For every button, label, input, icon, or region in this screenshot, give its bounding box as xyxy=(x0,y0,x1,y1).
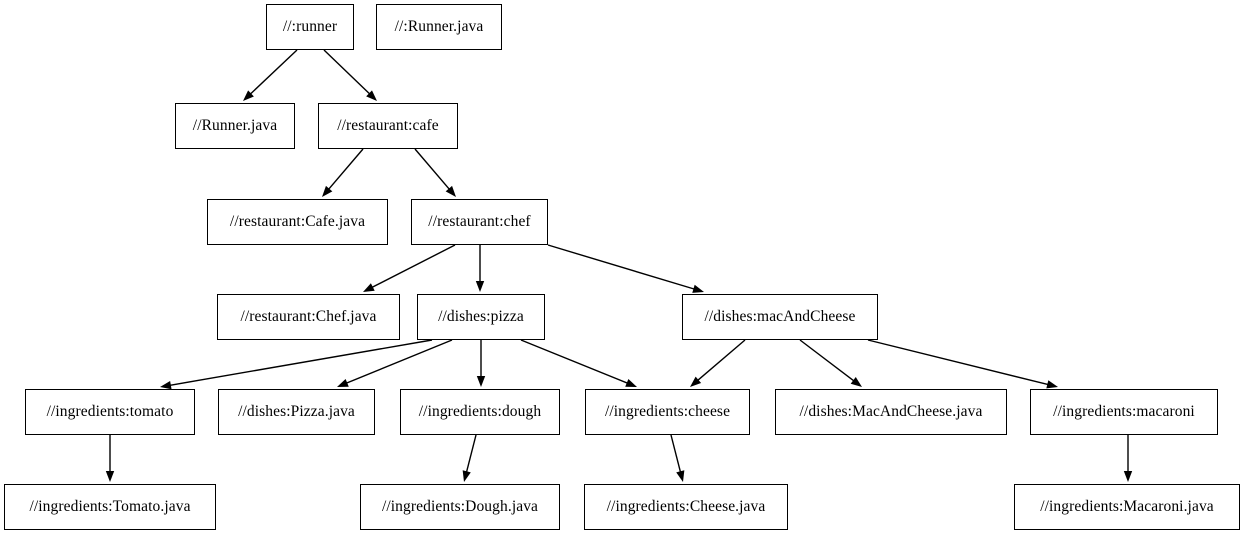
graph-node-macaroni_java[interactable]: //ingredients:Macaroni.java xyxy=(1014,484,1240,530)
graph-node-runner_java[interactable]: //Runner.java xyxy=(175,103,295,149)
graph-node-cafe_java[interactable]: //restaurant:Cafe.java xyxy=(207,199,388,245)
graph-node-macaroni[interactable]: //ingredients:macaroni xyxy=(1030,389,1218,435)
graph-edge-mac_and_cheese-to-cheese xyxy=(690,339,746,387)
graph-edge-pizza-to-cheese xyxy=(520,339,637,387)
graph-edge-tomato-to-tomato_java xyxy=(105,435,115,482)
graph-edge-cafe-to-cafe_java xyxy=(322,148,364,197)
graph-node-label: //ingredients:cheese xyxy=(604,403,731,421)
graph-node-label: //dishes:Pizza.java xyxy=(238,403,355,421)
graph-node-label: //ingredients:macaroni xyxy=(1053,403,1195,421)
graph-node-label: //dishes:macAndCheese xyxy=(704,308,856,326)
graph-node-chef_java[interactable]: //restaurant:Chef.java xyxy=(217,294,400,340)
graph-node-label: //restaurant:cafe xyxy=(337,117,439,135)
graph-node-label: //restaurant:chef xyxy=(428,213,531,231)
graph-edge-pizza-to-dough xyxy=(476,340,486,387)
graph-node-label: //:Runner.java xyxy=(394,18,484,36)
graph-node-tomato_java[interactable]: //ingredients:Tomato.java xyxy=(4,484,216,530)
graph-node-pizza_java[interactable]: //dishes:Pizza.java xyxy=(218,389,375,435)
graph-node-label: //ingredients:Tomato.java xyxy=(29,498,191,516)
graph-edge-pizza-to-tomato xyxy=(160,339,433,390)
graph-edge-runner-to-runner_java xyxy=(243,49,298,101)
graph-node-cafe[interactable]: //restaurant:cafe xyxy=(318,103,458,149)
graph-node-tomato[interactable]: //ingredients:tomato xyxy=(25,389,195,435)
graph-node-label: //dishes:MacAndCheese.java xyxy=(799,403,983,421)
graph-edge-pizza-to-pizza_java xyxy=(337,339,453,387)
graph-node-label: //Runner.java xyxy=(192,117,278,135)
graph-edge-macaroni-to-macaroni_java xyxy=(1123,435,1133,482)
graph-edge-cafe-to-chef xyxy=(414,148,456,197)
graph-node-label: //ingredients:Cheese.java xyxy=(606,498,766,516)
graph-edge-runner-to-cafe xyxy=(323,49,377,101)
graph-node-chef[interactable]: //restaurant:chef xyxy=(411,199,548,245)
graph-edge-cheese-to-cheese_java xyxy=(670,434,685,482)
graph-edge-chef-to-mac_and_cheese xyxy=(547,244,704,293)
graph-node-cheese[interactable]: //ingredients:cheese xyxy=(585,389,750,435)
graph-node-label: //restaurant:Cafe.java xyxy=(229,213,366,231)
graph-edge-chef-to-chef_java xyxy=(363,244,456,292)
graph-node-label: //restaurant:Chef.java xyxy=(240,308,377,326)
graph-node-label: //ingredients:dough xyxy=(418,403,542,421)
graph-node-cheese_java[interactable]: //ingredients:Cheese.java xyxy=(584,484,788,530)
graph-node-mac_and_cheese[interactable]: //dishes:macAndCheese xyxy=(682,294,878,340)
graph-node-pizza[interactable]: //dishes:pizza xyxy=(417,294,545,340)
graph-node-label: //ingredients:Macaroni.java xyxy=(1040,498,1214,516)
graph-node-dough[interactable]: //ingredients:dough xyxy=(400,389,560,435)
graph-node-label: //ingredients:Dough.java xyxy=(381,498,539,516)
graph-edge-mac_and_cheese-to-macaroni xyxy=(867,339,1058,389)
graph-node-mac_and_cheese_java[interactable]: //dishes:MacAndCheese.java xyxy=(775,389,1007,435)
graph-node-dough_java[interactable]: //ingredients:Dough.java xyxy=(360,484,560,530)
graph-node-label: //:runner xyxy=(282,18,338,36)
graph-edge-dough-to-dough_java xyxy=(462,434,477,482)
graph-node-label: //ingredients:tomato xyxy=(46,403,174,421)
graph-edge-mac_and_cheese-to-mac_and_cheese_java xyxy=(799,339,862,387)
graph-node-runner[interactable]: //:runner xyxy=(266,4,354,50)
graph-node-label: //dishes:pizza xyxy=(438,308,524,326)
graph-edge-chef-to-pizza xyxy=(475,245,485,292)
graph-node-root_runner_java[interactable]: //:Runner.java xyxy=(376,4,502,50)
